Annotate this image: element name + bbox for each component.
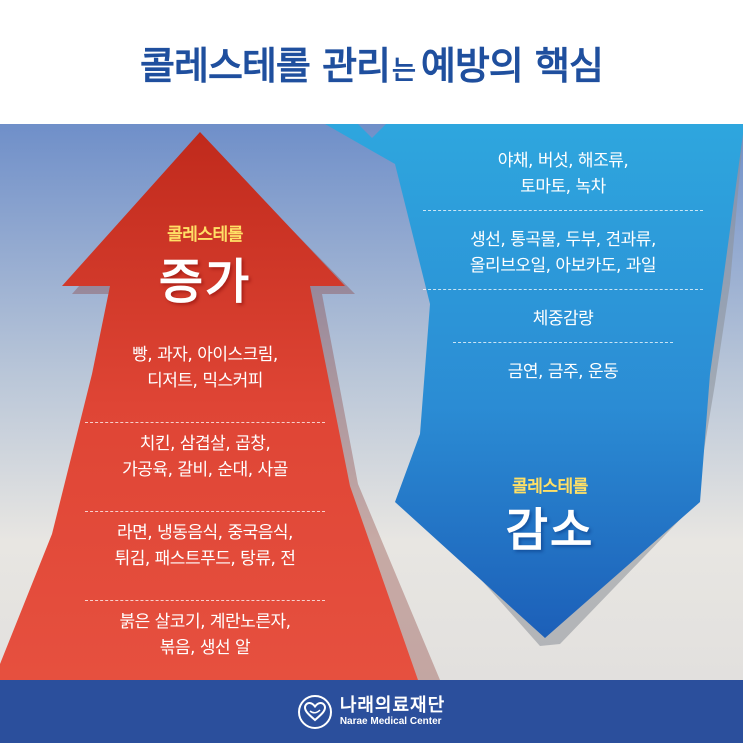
item-line: 라면, 냉동음식, 중국음식, [117,523,293,543]
decrease-item-vegetables: 야채, 버섯, 해조류, 토마토, 녹차 [413,146,713,200]
decrease-item-weight-loss: 체중감량 [413,304,713,332]
page-title: 콜레스테롤 관리 는 예방의 핵심 [140,35,604,90]
decrease-item-lifestyle: 금연, 금주, 운동 [413,357,713,385]
item-line: 붉은 살코기, 계란노른자, [119,612,291,632]
divider [423,289,703,290]
item-line: 야채, 버섯, 해조류, [497,151,629,171]
item-line: 치킨, 삼겹살, 곱창, [139,434,271,454]
item-line: 가공육, 갈비, 순대, 사골 [122,460,288,480]
item-line: 토마토, 녹차 [520,177,606,197]
divider [85,600,325,601]
decrease-title: 감소 [505,503,595,557]
item-line: 체중감량 [532,309,594,329]
footer: 나래의료재단 Narae Medical Center [0,680,743,743]
item-line: 올리브오일, 아보카도, 과일 [469,256,657,276]
decrease-list: 야채, 버섯, 해조류, 토마토, 녹차 생선, 통곡물, 두부, 견과류, 올… [413,146,713,385]
header: 콜레스테롤 관리 는 예방의 핵심 [0,0,743,124]
org-name-korean: 나래의료재단 [339,694,446,716]
heart-icon [297,694,332,729]
title-part2: 예방의 핵심 [420,43,604,88]
infographic-panel: 콜레스테롤 증가 빵, 과자, 아이스크림, 디저트, 믹스커피 치킨, 삼겹살… [0,124,743,680]
increase-title: 증가 [158,254,252,310]
item-line: 디저트, 믹스커피 [147,371,263,391]
increase-item-processed: 라면, 냉동음식, 중국음식, 튀김, 패스트푸드, 탕류, 전 [60,518,350,598]
org-logo: 나래의료재단 Narae Medical Center [297,694,446,729]
title-particle: 는 [392,55,416,86]
increase-list: 빵, 과자, 아이스크림, 디저트, 믹스커피 치킨, 삼겹살, 곱창, 가공육… [60,340,350,680]
item-line: 튀김, 패스트푸드, 탕류, 전 [114,549,296,569]
increase-item-sweets: 빵, 과자, 아이스크림, 디저트, 믹스커피 [60,340,350,420]
decrease-item-fish: 생선, 통곡물, 두부, 견과류, 올리브오일, 아보카도, 과일 [413,225,713,279]
divider [85,511,325,512]
item-line: 생선, 통곡물, 두부, 견과류, [470,230,656,250]
up-arrow [0,132,418,680]
increase-item-eggs: 붉은 살코기, 계란노른자, 볶음, 생선 알 [60,607,350,680]
increase-item-meat: 치킨, 삼겹살, 곱창, 가공육, 갈비, 순대, 사골 [60,429,350,509]
divider [453,342,673,343]
item-line: 금연, 금주, 운동 [507,362,619,382]
divider [423,210,703,211]
divider [85,422,325,423]
org-name-english: Narae Medical Center [339,715,442,727]
title-part1: 콜레스테롤 관리 [140,43,391,88]
arrows-graphic [0,124,743,680]
down-arrow [325,124,743,638]
decrease-subtitle: 콜레스테롤 [512,477,588,497]
item-line: 빵, 과자, 아이스크림, [132,345,278,365]
increase-subtitle: 콜레스테롤 [167,225,243,245]
item-line: 볶음, 생선 알 [159,638,251,658]
